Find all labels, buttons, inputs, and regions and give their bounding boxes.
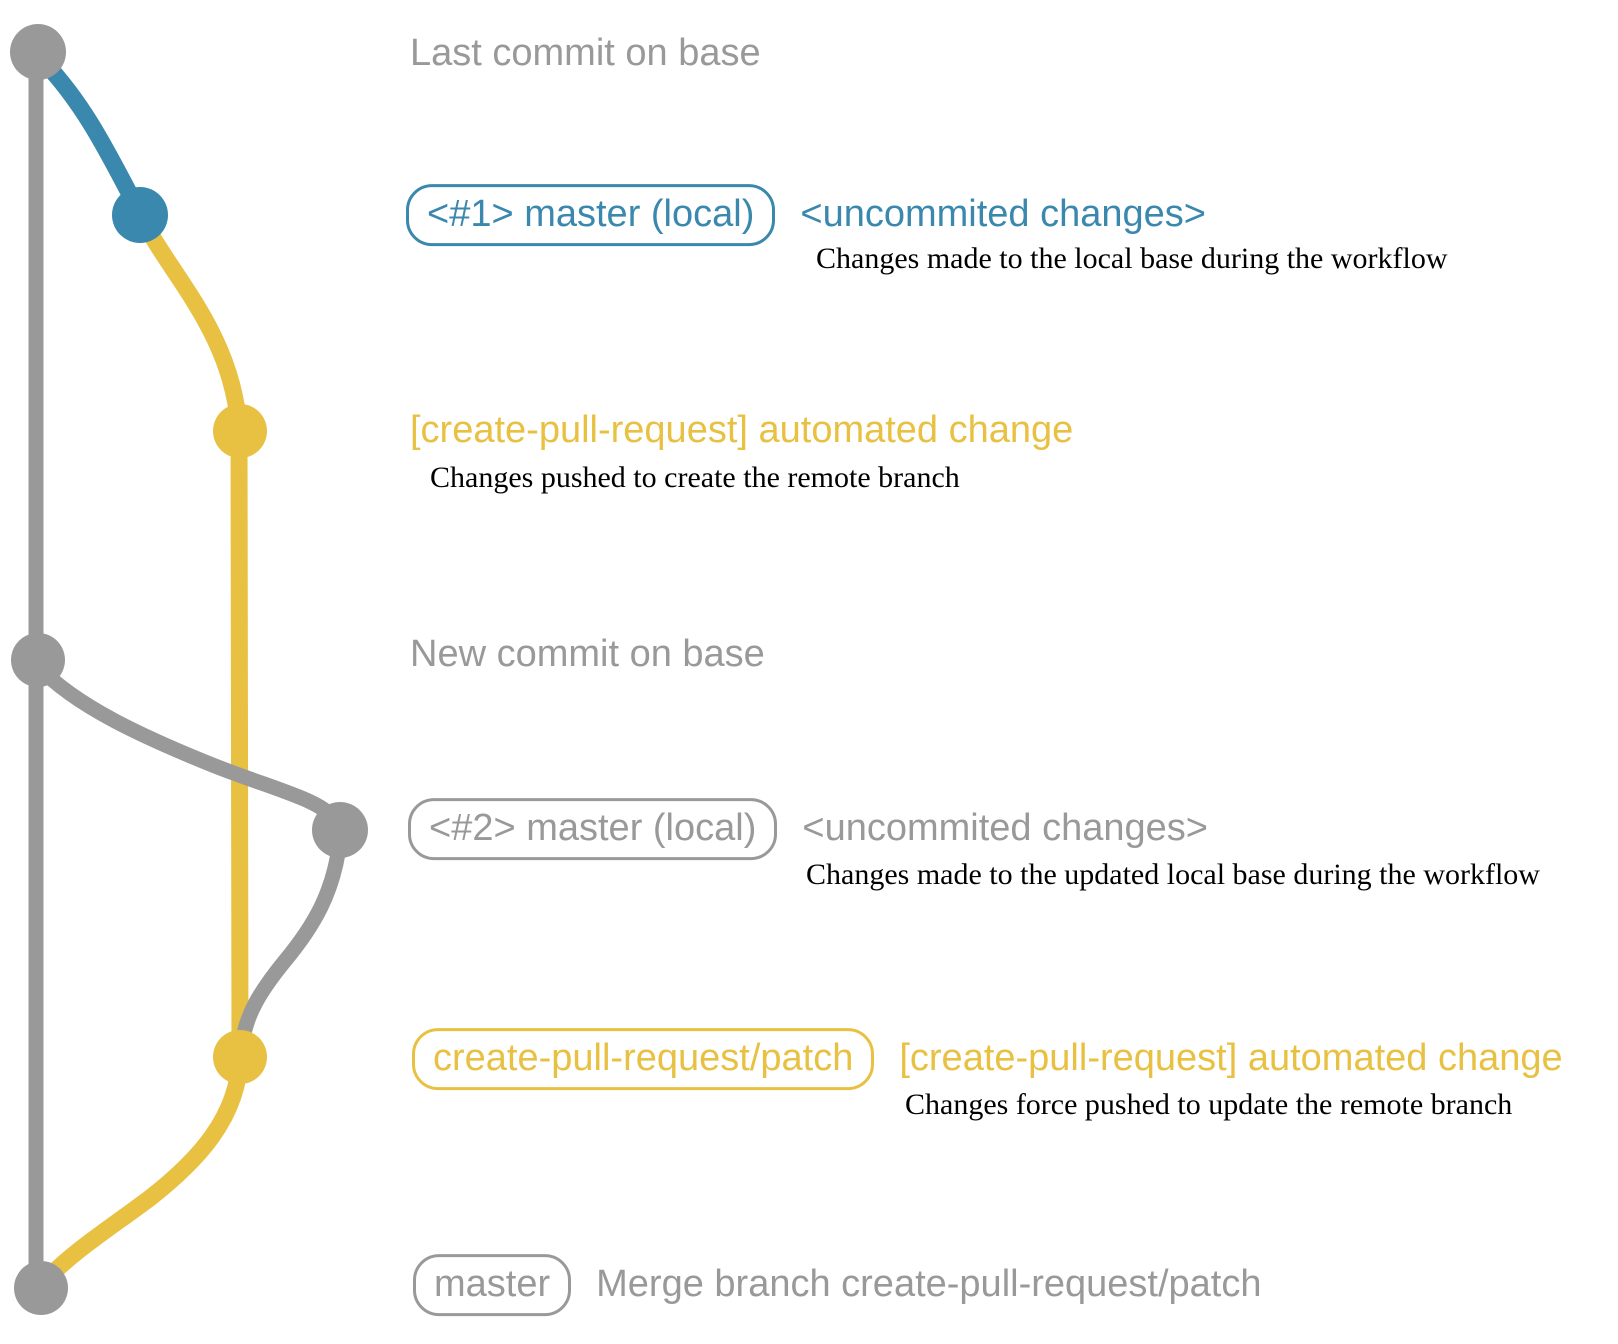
create-pull-request-patch-branch-line (37, 209, 249, 1289)
annotation-push-1: [create-pull-request] automated change (410, 409, 1074, 452)
branch-badge-master: master (413, 1254, 572, 1316)
commit-2-description: Changes made to the updated local base d… (806, 858, 1540, 891)
annotation-commit-1: <#1> master (local) <uncommited changes> (406, 184, 1206, 246)
updated-local-branch-line (30, 658, 345, 830)
commit-node-last-base (10, 24, 66, 80)
branch-badge-patch: create-pull-request/patch (412, 1028, 875, 1090)
annotation-new-commit: New commit on base (410, 633, 765, 676)
new-commit-label: New commit on base (410, 633, 765, 676)
uncommited-changes-label-1: <uncommited changes> (800, 193, 1206, 236)
commit-node-patch-2 (213, 1030, 267, 1084)
commit-node-local-1 (112, 187, 168, 243)
commit-node-local-2 (312, 802, 368, 858)
commit-node-merge (14, 1261, 68, 1315)
annotation-commit-2: <#2> master (local) <uncommited changes> (408, 798, 1208, 860)
branch-badge-master-local-1: <#1> master (local) (406, 184, 776, 246)
commit-1-description: Changes made to the local base during th… (816, 242, 1448, 275)
uncommited-changes-label-2: <uncommited changes> (802, 807, 1208, 850)
commit-node-patch-1 (213, 404, 267, 458)
annotation-merge: master Merge branch create-pull-request/… (413, 1254, 1262, 1316)
local-master-branch-line (35, 53, 147, 219)
automated-change-label-1: [create-pull-request] automated change (410, 409, 1074, 452)
updated-local-merge-line (234, 832, 348, 1052)
merge-commit-label: Merge branch create-pull-request/patch (596, 1263, 1262, 1306)
push-1-description: Changes pushed to create the remote bran… (430, 461, 960, 494)
commit-node-new-base (11, 633, 65, 687)
last-commit-label: Last commit on base (410, 32, 761, 75)
push-2-description: Changes force pushed to update the remot… (905, 1088, 1513, 1121)
annotation-push-2: create-pull-request/patch [create-pull-r… (412, 1028, 1563, 1090)
automated-change-label-2: [create-pull-request] automated change (899, 1037, 1563, 1080)
branch-badge-master-local-2: <#2> master (local) (408, 798, 778, 860)
annotation-last-commit: Last commit on base (410, 32, 761, 75)
